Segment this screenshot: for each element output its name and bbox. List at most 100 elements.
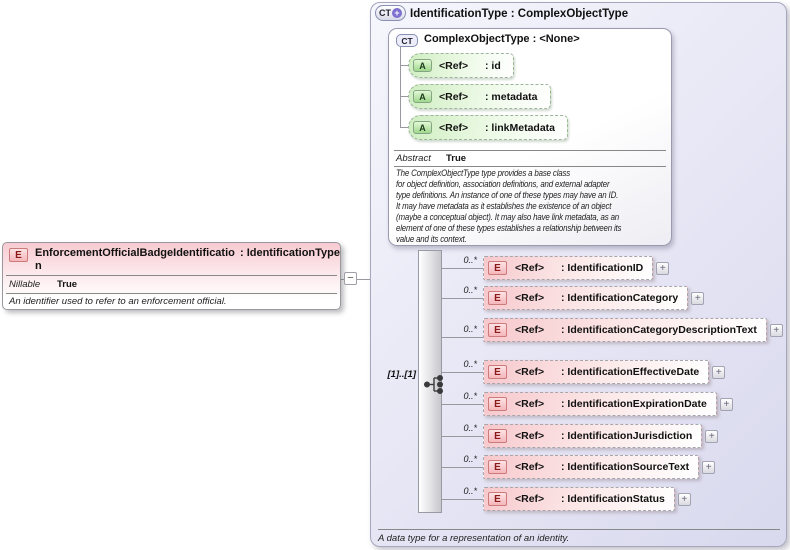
occurs-label: 0..*	[463, 255, 477, 265]
connector-line	[441, 436, 483, 437]
connector-line	[441, 404, 483, 405]
element-row-identificationid: E <Ref> : IdentificationID +	[483, 256, 670, 280]
sequence-icon	[423, 374, 446, 400]
element-ref-label: <Ref>	[515, 366, 545, 378]
connector-line	[400, 96, 410, 97]
element-name: : IdentificationCategoryDescriptionText	[561, 323, 757, 336]
base-type-description: The ComplexObjectType type provides a ba…	[396, 168, 622, 244]
element-node[interactable]: E <Ref> : IdentificationCategoryDescript…	[483, 318, 767, 342]
expand-button[interactable]: +	[705, 429, 719, 443]
attribute-row-linkmetadata: A <Ref> : linkMetadata	[408, 115, 569, 140]
element-node[interactable]: E <Ref> : IdentificationStatus	[483, 487, 675, 511]
element-ref-label: <Ref>	[515, 262, 545, 274]
element-ref-label: <Ref>	[515, 398, 545, 410]
panel-title: IdentificationType : ComplexObjectType	[410, 8, 629, 20]
element-row-identificationcategorydescriptiontext: E <Ref> : IdentificationCategoryDescript…	[483, 318, 783, 342]
separator	[378, 529, 780, 530]
attribute-name: : id	[485, 59, 501, 72]
separator	[394, 166, 666, 167]
attribute-node[interactable]: A <Ref> : metadata	[408, 84, 551, 109]
element-row-identificationstatus: E <Ref> : IdentificationStatus +	[483, 487, 691, 511]
element-node[interactable]: E <Ref> : IdentificationExpirationDate	[483, 392, 717, 416]
expand-button[interactable]: +	[712, 365, 726, 379]
element-node[interactable]: E <Ref> : IdentificationSourceText	[483, 455, 700, 479]
complex-type-global-icon: CT +	[375, 5, 406, 21]
attribute-icon: A	[413, 121, 432, 134]
element-name: : IdentificationJurisdiction	[561, 429, 693, 442]
occurs-label: 0..*	[463, 359, 477, 369]
occurs-label: 0..*	[463, 324, 477, 334]
element-node[interactable]: E <Ref> : IdentificationCategory	[483, 286, 689, 310]
element-node[interactable]: E <Ref> : IdentificationEffectiveDate	[483, 360, 710, 384]
expand-button[interactable]: +	[719, 397, 733, 411]
element-name: : IdentificationEffectiveDate	[561, 365, 700, 378]
connector-line	[441, 372, 483, 373]
plus-circle-icon: +	[392, 8, 402, 18]
attribute-icon: A	[413, 59, 432, 72]
element-icon: E	[9, 248, 28, 262]
element-node[interactable]: E <Ref> : IdentificationID	[483, 256, 654, 280]
element-ref-label: <Ref>	[515, 324, 545, 336]
sequence-cardinality: [1]..[1]	[387, 369, 417, 380]
element-row-identificationjurisdiction: E <Ref> : IdentificationJurisdiction +	[483, 424, 719, 448]
connector-line	[400, 47, 401, 128]
element-row-identificationeffectivedate: E <Ref> : IdentificationEffectiveDate +	[483, 360, 726, 384]
attribute-name: : linkMetadata	[485, 121, 556, 134]
expand-button[interactable]: +	[677, 492, 691, 506]
sequence-bar[interactable]	[418, 250, 442, 513]
element-ref-label: <Ref>	[515, 493, 545, 505]
separator	[6, 275, 337, 276]
connector-line	[400, 127, 410, 128]
attribute-icon: A	[413, 90, 432, 103]
occurs-label: 0..*	[463, 454, 477, 464]
nillable-label: Nillable	[9, 279, 41, 290]
attribute-node[interactable]: A <Ref> : linkMetadata	[408, 115, 569, 140]
element-icon: E	[488, 365, 507, 379]
element-main-box[interactable]: E EnforcementOfficialBadgeIdentification…	[2, 242, 341, 310]
element-name: : IdentificationCategory	[561, 291, 679, 304]
connector-line	[441, 268, 483, 269]
attribute-ref-label: <Ref>	[439, 90, 469, 103]
attribute-ref-label: <Ref>	[439, 59, 469, 72]
element-icon: E	[488, 323, 507, 337]
collapse-toggle[interactable]: −	[344, 272, 357, 285]
attribute-row-id: A <Ref> : id	[408, 53, 514, 78]
element-icon: E	[488, 397, 507, 411]
expand-button[interactable]: +	[702, 460, 716, 474]
connector-line	[341, 279, 378, 280]
element-name: : IdentificationSourceText	[561, 460, 690, 473]
connector-line	[400, 65, 410, 66]
connector-line	[441, 298, 483, 299]
element-row-identificationsourcetext: E <Ref> : IdentificationSourceText +	[483, 455, 716, 479]
ct-label: CT	[379, 8, 391, 18]
attribute-name: : metadata	[485, 90, 538, 103]
complex-type-icon: CT	[396, 34, 418, 47]
connector-line	[441, 499, 483, 500]
element-description: An identifier used to refer to an enforc…	[9, 296, 227, 307]
panel-description: A data type for a representation of an i…	[378, 533, 570, 544]
attribute-node[interactable]: A <Ref> : id	[408, 53, 514, 78]
attribute-ref-label: <Ref>	[439, 121, 469, 134]
attribute-row-metadata: A <Ref> : metadata	[408, 84, 551, 109]
occurs-label: 0..*	[463, 391, 477, 401]
expand-button[interactable]: +	[656, 261, 670, 275]
abstract-label: Abstract	[396, 153, 431, 164]
element-icon: E	[488, 460, 507, 474]
base-type-title: ComplexObjectType : <None>	[424, 33, 580, 45]
element-name: : IdentificationID	[561, 261, 644, 274]
element-icon: E	[488, 261, 507, 275]
occurs-label: 0..*	[463, 423, 477, 433]
nillable-value: True	[57, 279, 78, 290]
element-title-row: E EnforcementOfficialBadgeIdentification…	[9, 247, 340, 273]
occurs-label: 0..*	[463, 486, 477, 496]
separator	[394, 150, 666, 151]
element-name: : IdentificationExpirationDate	[561, 397, 707, 410]
occurs-label: 0..*	[463, 285, 477, 295]
element-row-identificationexpirationdate: E <Ref> : IdentificationExpirationDate +	[483, 392, 733, 416]
element-icon: E	[488, 291, 507, 305]
expand-button[interactable]: +	[769, 323, 783, 337]
abstract-value: True	[446, 153, 467, 164]
element-node[interactable]: E <Ref> : IdentificationJurisdiction	[483, 424, 703, 448]
expand-button[interactable]: +	[691, 291, 705, 305]
